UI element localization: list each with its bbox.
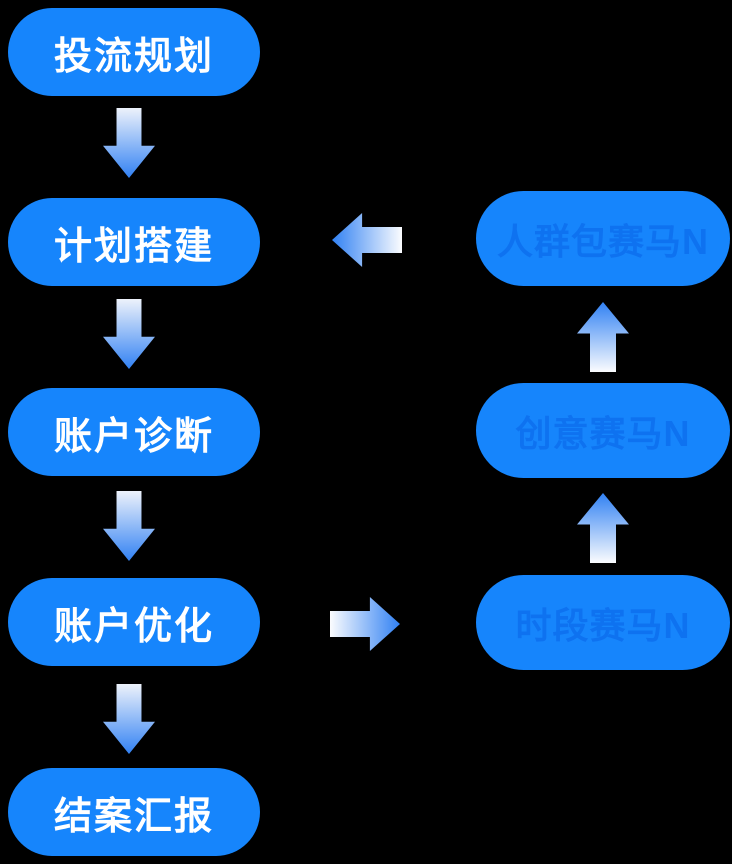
node-creative-racing: 创意赛马N — [476, 383, 730, 478]
node-label: 投流规划 — [53, 35, 214, 78]
arrow-up-icon-2 — [577, 302, 629, 372]
node-account-diagnosis: 账户诊断 — [8, 388, 260, 476]
node-final-report: 结案汇报 — [8, 768, 260, 856]
arrow-down-icon-2 — [103, 299, 155, 369]
node-label: 时段赛马N — [515, 604, 691, 646]
node-label: 结案汇报 — [53, 795, 214, 838]
node-campaign-setup: 计划搭建 — [8, 198, 260, 286]
node-timeslot-racing: 时段赛马N — [476, 575, 730, 670]
node-label: 创意赛马N — [515, 412, 691, 454]
node-label: 计划搭建 — [53, 225, 214, 268]
arrow-down-icon-4 — [103, 684, 155, 754]
arrow-left-icon — [332, 213, 402, 267]
node-label: 账户优化 — [53, 605, 214, 648]
node-media-buy-planning: 投流规划 — [8, 8, 260, 96]
node-account-optimization: 账户优化 — [8, 578, 260, 666]
node-audience-pack-racing: 人群包赛马N — [476, 191, 730, 286]
arrow-down-icon-1 — [103, 108, 155, 178]
arrow-down-icon-3 — [103, 491, 155, 561]
arrow-up-icon-1 — [577, 493, 629, 563]
node-label: 人群包赛马N — [497, 220, 709, 262]
arrow-right-icon — [330, 597, 400, 651]
node-label: 账户诊断 — [53, 415, 214, 458]
